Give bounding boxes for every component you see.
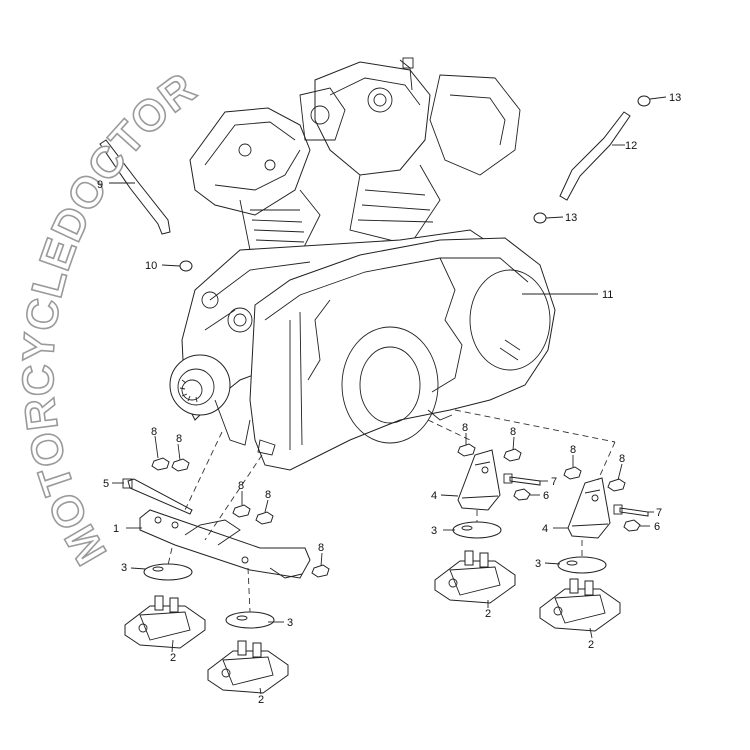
rubber-mount-2-left-a [124, 595, 206, 649]
callout-10: 10 [145, 260, 157, 272]
callout-6-a: 6 [543, 490, 549, 502]
callout-labels: 1 2 2 2 2 3 3 3 3 4 4 5 6 6 7 7 8 8 8 8 … [97, 92, 681, 706]
hose-12 [559, 111, 631, 201]
callout-12: 12 [625, 140, 637, 152]
callout-3-left-a: 3 [121, 562, 127, 574]
nut-8-c [232, 504, 251, 518]
nut-6-a [513, 488, 531, 501]
callout-8-d: 8 [265, 489, 271, 501]
callout-2-right-a: 2 [485, 608, 491, 620]
callout-8-f: 8 [462, 422, 468, 434]
nut-8-e [311, 564, 330, 578]
bracket-4-a [457, 449, 501, 511]
callout-3-right-b: 3 [535, 558, 541, 570]
callout-8-c: 8 [238, 480, 244, 492]
nut-6-b [623, 519, 641, 532]
clamp-13-upper [637, 95, 667, 107]
callout-8-a: 8 [151, 426, 157, 438]
rubber-mount-2-right-a [434, 550, 516, 604]
nut-8-h [563, 466, 582, 480]
engine-assembly [169, 57, 556, 471]
watermark-text: MOTORCYCLEDOCTOR [14, 63, 205, 573]
hose-9 [99, 139, 171, 235]
callout-13-lower: 13 [565, 212, 577, 224]
callout-2-left-b: 2 [258, 694, 264, 706]
callout-3-left-b: 3 [287, 617, 293, 629]
callout-7-a: 7 [551, 476, 557, 488]
clamp-13-lower [533, 212, 564, 224]
bolt-5 [122, 478, 193, 515]
callout-11: 11 [602, 289, 613, 301]
callout-5: 5 [103, 478, 109, 490]
callout-2-right-b: 2 [588, 639, 594, 651]
nut-8-d [255, 511, 274, 525]
callout-8-h: 8 [570, 444, 576, 456]
bracket-4-b [567, 477, 611, 539]
callout-8-e: 8 [318, 542, 324, 554]
callout-1: 1 [113, 523, 119, 535]
callout-2-left-a: 2 [170, 652, 176, 664]
rubber-mount-2-left-b [207, 640, 289, 694]
clamp-10 [161, 260, 193, 272]
pad-3-left-b [225, 611, 275, 629]
pad-3-right-a [452, 521, 502, 539]
callout-13-upper: 13 [669, 92, 681, 104]
rubber-mount-2-right-b [539, 578, 621, 632]
pad-3-left-a [143, 563, 193, 581]
callout-7-b: 7 [656, 507, 662, 519]
bolt-7-a [503, 473, 541, 486]
nut-8-g [503, 448, 522, 462]
callout-4-b: 4 [542, 523, 548, 535]
callout-8-g: 8 [510, 426, 516, 438]
leader-lines [112, 293, 654, 695]
callout-3-right-a: 3 [431, 525, 437, 537]
nut-8-a [151, 457, 170, 471]
nut-8-b [171, 458, 190, 472]
callout-9: 9 [97, 179, 103, 191]
nut-8-i [607, 478, 626, 492]
pad-3-right-b [557, 556, 607, 574]
nut-8-f [457, 443, 476, 457]
callout-8-i: 8 [619, 453, 625, 465]
callout-8-b: 8 [176, 433, 182, 445]
alignment-lines [167, 409, 616, 613]
callout-4-a: 4 [431, 490, 437, 502]
bolt-7-b [613, 504, 649, 517]
callout-6-b: 6 [654, 521, 660, 533]
front-bracket-1 [139, 509, 311, 579]
